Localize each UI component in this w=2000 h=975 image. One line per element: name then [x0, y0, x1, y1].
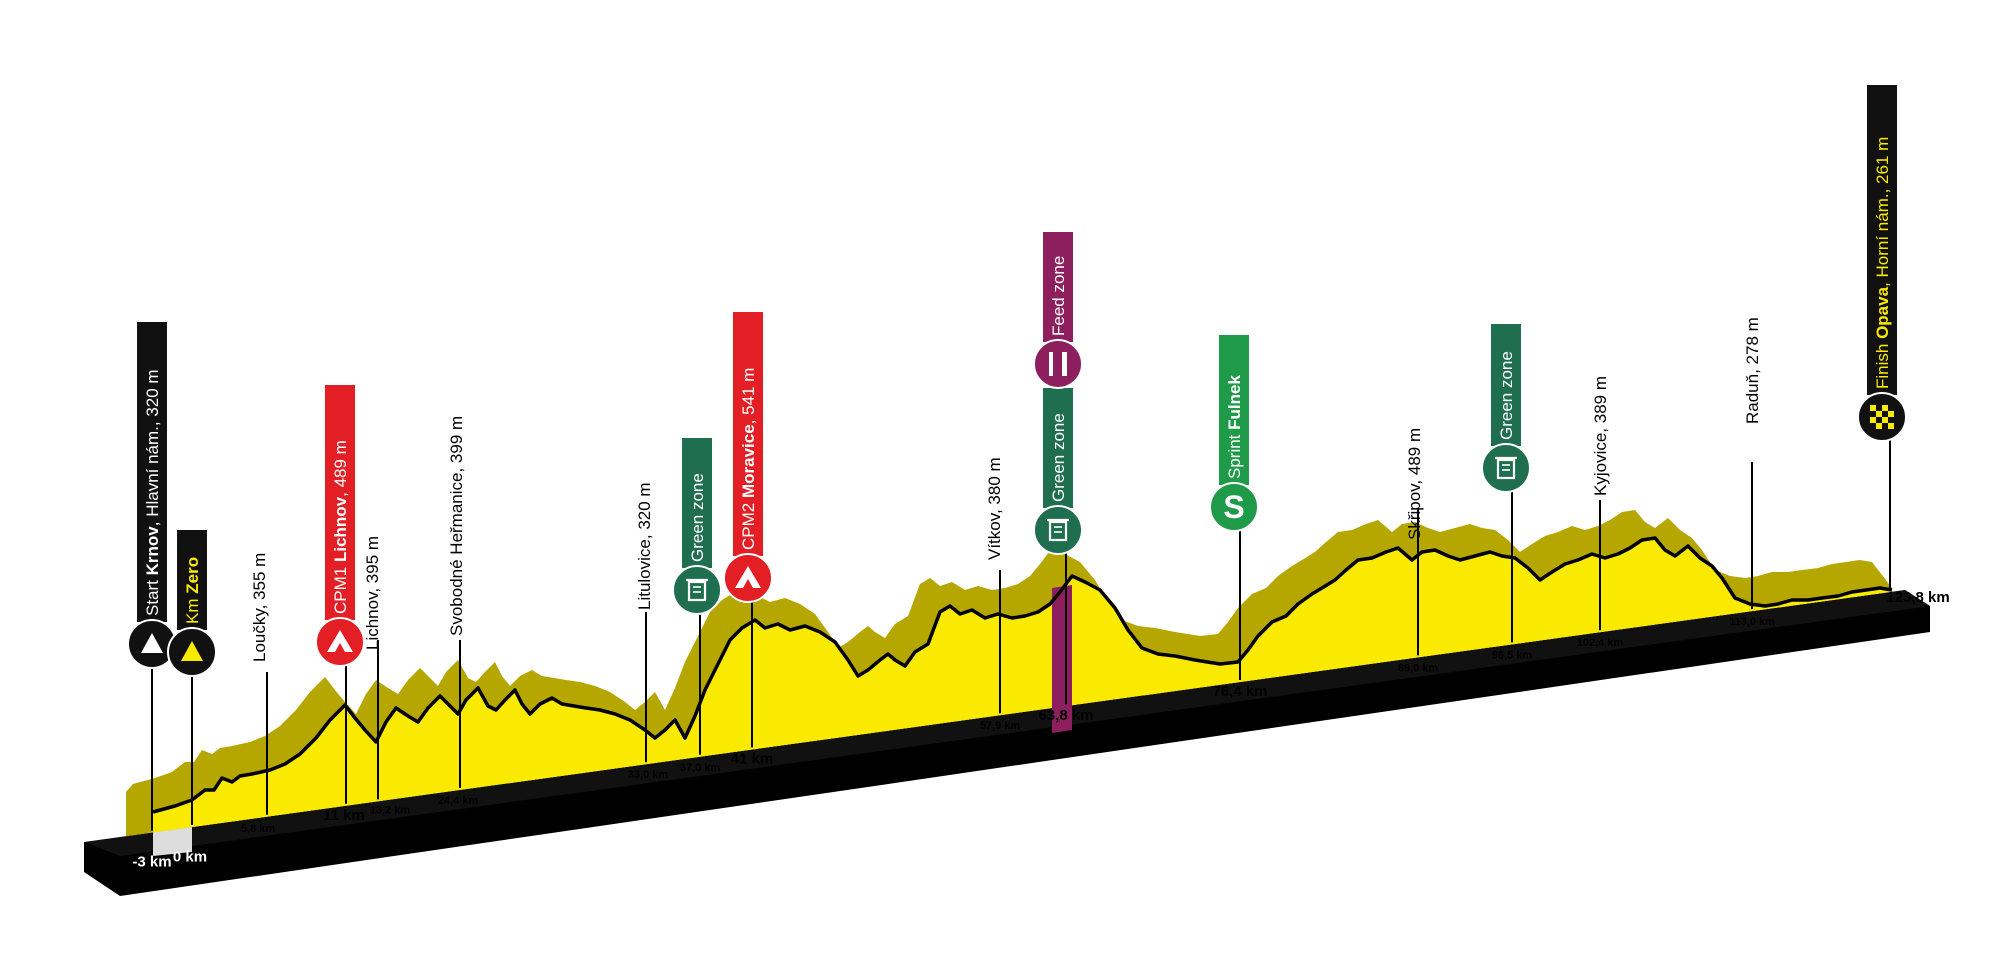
- distance-tick-label: 41 km: [731, 751, 774, 768]
- distance-tick-label: 57,9 km: [980, 720, 1021, 732]
- km-zero-marker: Km Zero: [167, 530, 217, 677]
- fork-knife-icon: [1049, 352, 1067, 376]
- distance-tick-label: 96,5 km: [1492, 649, 1533, 661]
- marker-flag: [1867, 85, 1897, 395]
- marker-label: CPM2 Moravice, 541 m: [739, 368, 758, 550]
- marker-badge: [1209, 482, 1259, 532]
- marker-flag: [325, 385, 355, 620]
- bin-icon: [686, 578, 708, 602]
- marker-flag: [1491, 324, 1521, 446]
- place-label: Svobodné Heřmanice, 399 m: [447, 416, 466, 636]
- distance-tick-label: 37,0 km: [680, 762, 721, 774]
- place-label: Skřipov, 489 m: [1405, 428, 1424, 540]
- place-label: Loučky, 355 m: [250, 553, 269, 662]
- marker-label: Feed zone: [1049, 256, 1068, 336]
- marker-label: Km Zero: [183, 557, 202, 624]
- svg-text:S: S: [1223, 489, 1244, 525]
- distance-tick-label: 5,8 km: [241, 823, 275, 835]
- triangle-up-icon: [141, 633, 163, 653]
- marker-badge: [672, 565, 722, 615]
- place-label: Vítkov, 380 m: [985, 457, 1004, 560]
- green-zone-2-marker: Green zone: [1033, 388, 1083, 555]
- marker-flag: [137, 322, 167, 622]
- feed-zone-marker: Feed zone: [1033, 232, 1083, 389]
- distance-tick-label: 33,0 km: [628, 769, 669, 781]
- marker-poles: [151, 435, 1891, 831]
- base-band-top: [84, 590, 1930, 856]
- marker-flag: [177, 530, 207, 630]
- place-label: Raduň, 278 m: [1743, 317, 1762, 424]
- mountain-icon: [327, 630, 353, 652]
- distance-tick-label: 102,4 km: [1577, 637, 1624, 649]
- distance-tick-label: 0 km: [173, 848, 207, 865]
- elevation-line: [152, 536, 1893, 814]
- marker-flag: [682, 438, 712, 568]
- cpm1-marker: CPM1 Lichnov, 489 m: [315, 385, 365, 667]
- place-label: Kyjovice, 389 m: [1591, 376, 1610, 496]
- marker-flag: [1043, 232, 1073, 342]
- marker-badge: [1033, 339, 1083, 389]
- finish-marker: Finish Opava, Horní nám., 261 m: [1857, 85, 1907, 442]
- marker-badge: [1481, 443, 1531, 493]
- place-labels: Loučky, 355 m Lichnov, 395 m Svobodné Heřm…: [250, 317, 1762, 662]
- marker-label: Green zone: [688, 473, 707, 562]
- marker-label: Green zone: [1497, 351, 1516, 440]
- marker-flag: [733, 312, 763, 556]
- marker-label: Start Krnov, Hlavní nám., 320 m: [143, 369, 162, 616]
- triangle-up-icon: [181, 641, 203, 661]
- distance-tick-label: 63,8 km: [1038, 707, 1093, 724]
- mountain-icon: [735, 566, 761, 588]
- green-zone-3-marker: Green zone: [1481, 324, 1531, 493]
- marker-label: CPM1 Lichnov, 489 m: [331, 440, 350, 614]
- marker-flag: [1219, 335, 1249, 485]
- marker-label: Finish Opava, Horní nám., 261 m: [1873, 137, 1892, 389]
- distance-tick-label: -3 km: [132, 854, 171, 871]
- elevation-profile: [153, 538, 1892, 833]
- distance-tick-label: 89,0 km: [1398, 662, 1439, 674]
- marker-badge: [1033, 505, 1083, 555]
- start-marker: Start Krnov, Hlavní nám., 320 m: [127, 322, 177, 669]
- distance-tick-label: 13,2 km: [370, 805, 411, 817]
- distance-tick-label: 11 km: [323, 807, 365, 824]
- marker-label: Sprint Fulnek: [1225, 375, 1244, 479]
- place-label: Litulovice, 320 m: [635, 482, 654, 610]
- distance-tick-label: 24,4 km: [438, 795, 479, 807]
- green-zone-1-marker: Green zone: [672, 438, 722, 615]
- place-label: Lichnov, 395 m: [363, 536, 382, 650]
- bin-icon: [1047, 518, 1069, 542]
- cpm2-marker: CPM2 Moravice, 541 m: [723, 312, 773, 603]
- sprint-s-icon: S: [1223, 489, 1244, 525]
- distance-tick-label: 76,4 km: [1212, 683, 1267, 700]
- distance-tick-label: 123,8 km: [1886, 589, 1949, 606]
- bin-icon: [1495, 456, 1517, 480]
- markers: Start Krnov, Hlavní nám., 320 m Km Zero CP…: [127, 85, 1907, 677]
- marker-flag: [1043, 388, 1073, 508]
- marker-label: Green zone: [1049, 413, 1068, 502]
- checkered-flag-icon: [1870, 405, 1894, 429]
- distance-tick-label: 113,0 km: [1729, 616, 1775, 628]
